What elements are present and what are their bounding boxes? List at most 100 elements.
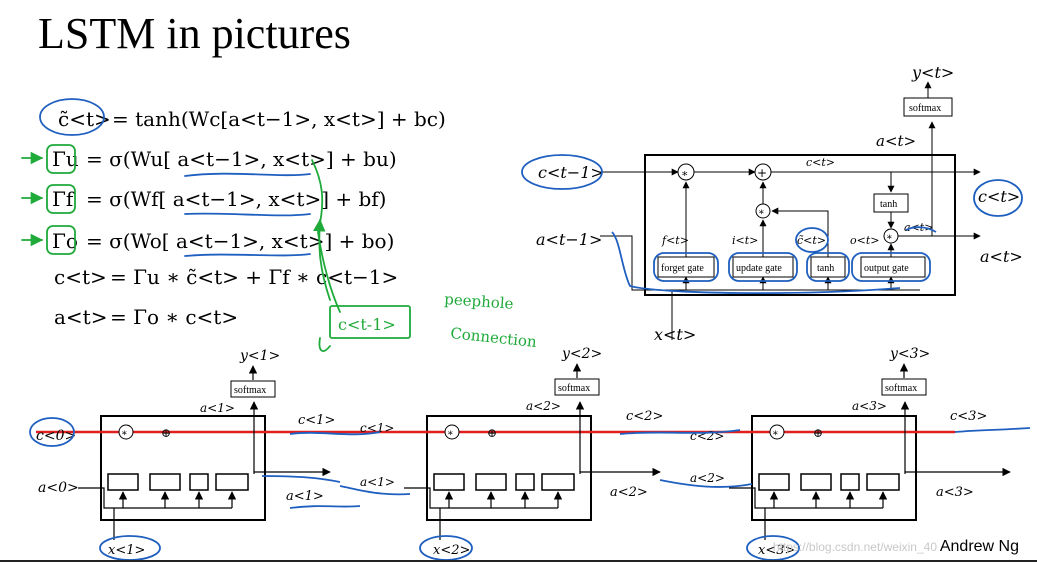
circle-tanh-gate xyxy=(806,252,850,282)
footer-author: Andrew Ng xyxy=(939,538,1019,555)
lstm-cell-diagram: ∗ + forget gate update gate tanh output … xyxy=(536,63,1023,344)
svg-text:∗: ∗ xyxy=(886,232,893,243)
unrolled-x2: x<2> xyxy=(433,543,470,558)
unrolled-a2-out2: a<2> xyxy=(610,485,648,500)
underline-update-args xyxy=(184,172,311,177)
equation-forget-lhs: Γf xyxy=(52,187,75,211)
svg-text:∗: ∗ xyxy=(758,207,765,218)
cell-label-a-out: a<t> xyxy=(980,247,1023,266)
equation-output-lhs: Γo xyxy=(52,229,78,253)
unrolled-cell-1-box xyxy=(100,415,266,521)
equation-hidden-rhs: = Γo ∗ c<t> xyxy=(110,305,238,329)
svg-text:⊕: ⊕ xyxy=(813,426,823,440)
svg-text:⊕: ⊕ xyxy=(487,426,497,440)
output-gate-label: output gate xyxy=(864,263,909,274)
equation-ctilde-rhs: = tanh(Wc[a<t−1>, x<t>] + bc) xyxy=(112,107,446,131)
equation-output-rhs: = σ(Wo[ a<t−1>, x<t>] + bo) xyxy=(86,229,394,253)
equation-cell-lhs: c<t> xyxy=(54,265,107,289)
unrolled-a1-out2: a<1> xyxy=(286,489,324,504)
unrolled-a0: a<0> xyxy=(38,480,79,496)
unrolled-y2: y<2> xyxy=(561,346,602,362)
unrolled-softmax-3-label: softmax xyxy=(885,383,917,394)
svg-text:⊕: ⊕ xyxy=(161,426,171,440)
unrolled-softmax-1 xyxy=(230,380,276,398)
watermark: https://blog.csdn.net/weixin_40 xyxy=(772,540,937,554)
peephole-label-line2: Connection xyxy=(450,324,538,351)
cell-label-a-up: a<t> xyxy=(876,132,916,150)
unrolled-softmax-3 xyxy=(881,378,927,396)
circle-forget-gate xyxy=(653,252,719,282)
peephole-arrow-up xyxy=(312,218,331,301)
cell-pen-annotations xyxy=(521,154,1023,294)
peephole-hook xyxy=(318,337,331,352)
cell-outer-box xyxy=(644,154,956,296)
cell-label-a-in: a<t−1> xyxy=(536,230,602,249)
cell-label-i: i<t> xyxy=(732,234,758,247)
underline-output-args xyxy=(184,253,311,257)
equation-cell-rhs: = Γu ∗ c̃<t> + Γf ∗ c<t−1> xyxy=(110,265,398,289)
underline-forget-args xyxy=(184,212,311,217)
peephole-box xyxy=(329,305,411,339)
peephole-box-label: c<t-1> xyxy=(338,315,396,334)
unrolled-a3-up: a<3> xyxy=(852,399,887,413)
pen-peephole-mark xyxy=(905,226,937,233)
equation-forget-rhs: = σ(Wf[ a<t−1>, x<t>] + bf) xyxy=(86,187,386,211)
unrolled-lstm: ∗ ⊕ ∗ ⊕ ∗ ⊕ xyxy=(36,346,1011,558)
equation-update-rhs: = σ(Wu[ a<t−1>, x<t>] + bu) xyxy=(86,147,397,171)
unrolled-a3-out: a<3> xyxy=(936,485,974,500)
unrolled-c2-top: c<2> xyxy=(626,409,663,424)
circle-ctilde-annotation xyxy=(39,98,105,136)
bottom-rule xyxy=(0,560,1037,562)
slide-title: LSTM in pictures xyxy=(38,9,351,58)
update-gate-label: update gate xyxy=(736,263,782,274)
cell-label-f: f<t> xyxy=(661,234,689,247)
circle-output-gate xyxy=(851,252,931,282)
unrolled-c3-out: c<3> xyxy=(950,409,987,424)
box-gamma-u-annotation xyxy=(46,144,76,174)
cell-label-c-in: c<t−1> xyxy=(538,163,604,182)
equations: c̃<t> = tanh(Wc[a<t−1>, x<t>] + bc) Γu =… xyxy=(52,107,446,329)
svg-text:∗: ∗ xyxy=(121,428,128,439)
cell-label-x-in: x<t> xyxy=(654,325,696,344)
cell-label-o: o<t> xyxy=(850,234,879,247)
svg-text:∗: ∗ xyxy=(772,428,779,439)
svg-text:∗: ∗ xyxy=(681,167,688,180)
cell-label-c-out: c<t> xyxy=(978,187,1020,206)
unrolled-c1-top: c<1> xyxy=(298,413,335,428)
box-gamma-o-annotation xyxy=(46,225,76,255)
cell-label-c-top: c<t> xyxy=(806,156,835,169)
unrolled-a1-up: a<1> xyxy=(200,401,235,415)
cell-label-ctilde: c̃<t> xyxy=(797,234,826,247)
circle-ctilde xyxy=(795,227,829,253)
svg-text:∗: ∗ xyxy=(447,428,454,439)
unrolled-y3: y<3> xyxy=(889,346,930,362)
unrolled-x1: x<1> xyxy=(108,543,145,558)
unrolled-c0: c<0> xyxy=(36,428,76,444)
pen-annotations xyxy=(21,98,411,352)
cell-label-y-out: y<t> xyxy=(911,63,954,82)
unrolled-softmax-1-label: softmax xyxy=(234,385,266,396)
cell-tanh-label: tanh xyxy=(880,199,897,210)
pen-a-path xyxy=(611,231,901,294)
tanh-gate-label: tanh xyxy=(817,263,834,274)
unrolled-softmax-2-label: softmax xyxy=(558,383,590,394)
cell-softmax-label: softmax xyxy=(909,103,941,114)
unrolled-cell-2-box xyxy=(426,415,592,521)
unrolled-a2-up: a<2> xyxy=(526,399,561,413)
unrolled-cell-3-box xyxy=(751,415,917,521)
forget-gate-label: forget gate xyxy=(661,263,704,274)
unrolled-c1-top2: c<1> xyxy=(360,421,394,435)
unrolled-x3: x<3> xyxy=(758,543,795,558)
svg-text:+: + xyxy=(757,166,767,180)
unrolled-softmax-2 xyxy=(554,378,600,396)
circle-update-gate xyxy=(728,252,798,282)
box-gamma-f-annotation xyxy=(46,184,76,214)
circle-c-in xyxy=(521,154,603,190)
peephole-bracket xyxy=(311,159,341,313)
peephole-label-line1: peephole xyxy=(444,290,515,313)
unrolled-a1-out: a<1> xyxy=(360,475,395,489)
unrolled-y1: y<1> xyxy=(239,348,280,364)
circle-c-out xyxy=(973,179,1023,217)
